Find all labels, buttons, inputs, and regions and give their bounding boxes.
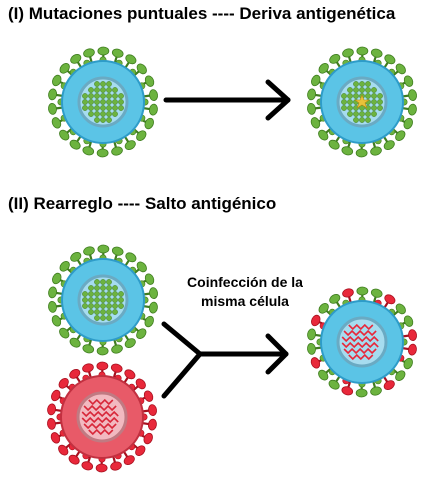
virus-reassortant-icon	[302, 282, 422, 402]
merge-arrow	[160, 318, 300, 408]
section-2-title: (II) Rearreglo ---- Salto antigénico	[8, 194, 276, 214]
virus-green-icon	[43, 42, 163, 162]
arrow-right-1	[164, 78, 294, 122]
coinfection-note-line-1: Coinfección de la	[170, 273, 320, 292]
section-1-title: (I) Mutaciones puntuales ---- Deriva ant…	[8, 4, 395, 24]
virus-green-icon	[43, 240, 163, 360]
virus-green-mutated-icon	[302, 42, 422, 162]
virus-red-icon	[42, 357, 162, 477]
coinfection-note-line-2: misma célula	[170, 292, 320, 311]
coinfection-note: Coinfección de la misma célula	[170, 273, 320, 311]
